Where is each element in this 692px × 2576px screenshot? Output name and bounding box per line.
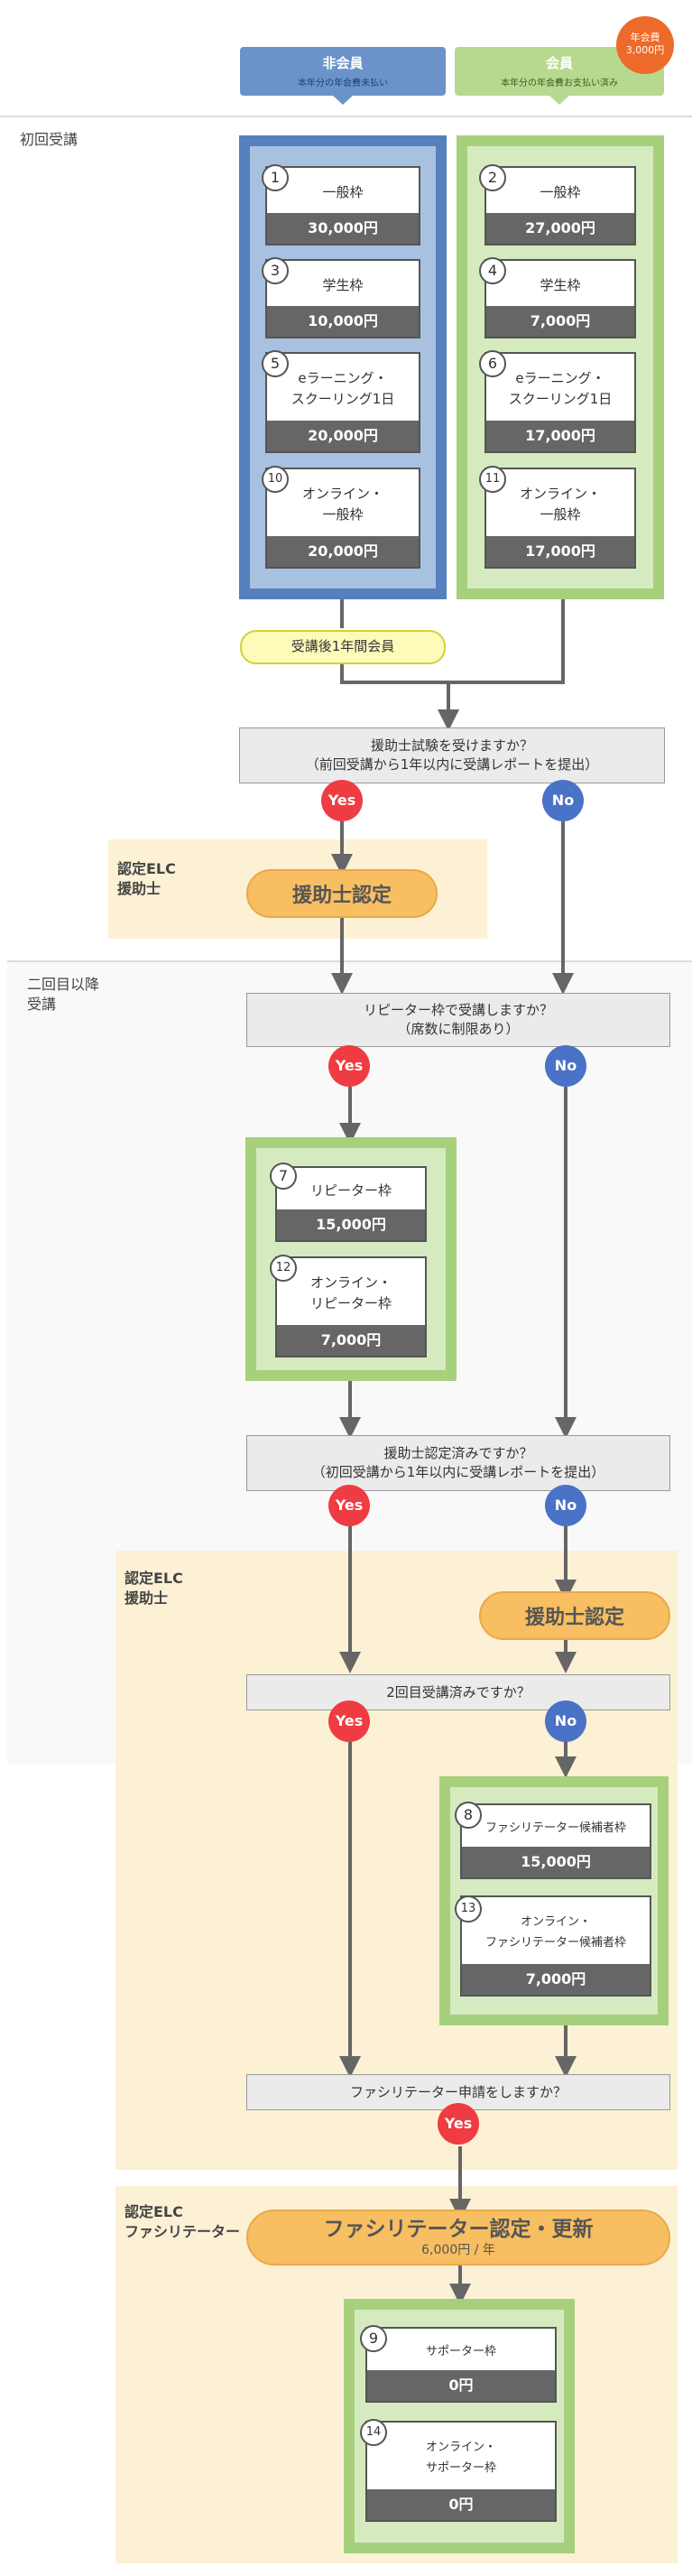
second-divider bbox=[7, 960, 692, 962]
course-price: 15,000円 bbox=[462, 1847, 650, 1877]
course-price: 17,000円 bbox=[486, 536, 634, 567]
q1-yes[interactable]: Yes bbox=[321, 780, 363, 821]
course-card-13[interactable]: オンライン・ファシリテーター候補者枠 7,000円 bbox=[460, 1895, 651, 1997]
course-name: オンライン・一般枠 bbox=[519, 486, 601, 523]
assistant-certification-pill-2: 援助士認定 bbox=[479, 1591, 670, 1640]
facilitator-certification-title: ファシリテーター認定・更新 bbox=[323, 2218, 594, 2241]
question-second-course-done: 2回目受講済みですか？ bbox=[246, 1674, 670, 1710]
q2-no[interactable]: No bbox=[545, 1045, 586, 1087]
course-number-7: 7 bbox=[270, 1163, 297, 1190]
member-after-course-pill: 受講後1年間会員 bbox=[240, 630, 446, 664]
question-assistant-certified: 援助士認定済みですか？（初回受講から1年以内に受講レポートを提出） bbox=[246, 1435, 670, 1491]
course-card-5[interactable]: eラーニング・スクーリング1日 20,000円 bbox=[265, 352, 420, 453]
course-price: 7,000円 bbox=[277, 1325, 425, 1356]
course-name: リピーター枠 bbox=[309, 1181, 392, 1199]
course-card-2[interactable]: 一般枠 27,000円 bbox=[484, 166, 636, 246]
course-name: 学生枠 bbox=[540, 276, 581, 293]
q1-no[interactable]: No bbox=[542, 780, 584, 821]
q3-yes[interactable]: Yes bbox=[328, 1485, 370, 1526]
question-assistant-exam: 援助士試験を受けますか？（前回受講から1年以内に受講レポートを提出） bbox=[239, 727, 665, 783]
facilitator-certification-pill: ファシリテーター認定・更新 6,000円 / 年 bbox=[246, 2210, 670, 2266]
course-card-14[interactable]: オンライン・サポーター枠 0円 bbox=[365, 2421, 557, 2522]
course-card-11[interactable]: オンライン・一般枠 17,000円 bbox=[484, 468, 636, 569]
member-header: 会員 本年分の年会費お支払い済み bbox=[455, 47, 664, 105]
facilitator-certification-fee: 6,000円 / 年 bbox=[421, 2243, 495, 2257]
course-price: 30,000円 bbox=[267, 213, 419, 244]
q4-no[interactable]: No bbox=[545, 1700, 586, 1742]
course-number-3: 3 bbox=[262, 257, 289, 284]
course-number-1: 1 bbox=[262, 164, 289, 191]
member-title: 会員 bbox=[545, 55, 573, 71]
course-card-8[interactable]: ファシリテーター候補者枠 15,000円 bbox=[460, 1803, 651, 1879]
q5-yes[interactable]: Yes bbox=[438, 2103, 479, 2145]
course-name: 学生枠 bbox=[322, 276, 364, 293]
assistant-certification-pill-1: 援助士認定 bbox=[246, 869, 438, 918]
course-number-11: 11 bbox=[479, 466, 506, 493]
course-name: 一般枠 bbox=[322, 183, 364, 200]
course-name: 一般枠 bbox=[540, 183, 581, 200]
section-label-first: 初回受講 bbox=[20, 131, 78, 148]
course-number-6: 6 bbox=[479, 350, 506, 377]
course-price: 7,000円 bbox=[462, 1964, 650, 1995]
course-price: 0円 bbox=[367, 2489, 555, 2520]
course-number-14: 14 bbox=[360, 2419, 387, 2446]
q4-yes[interactable]: Yes bbox=[328, 1700, 370, 1742]
course-name: ファシリテーター候補者枠 bbox=[484, 1821, 626, 1835]
course-card-4[interactable]: 学生枠 7,000円 bbox=[484, 259, 636, 338]
course-name: eラーニング・スクーリング1日 bbox=[508, 370, 613, 407]
course-price: 10,000円 bbox=[267, 306, 419, 337]
course-number-9: 9 bbox=[360, 2325, 387, 2352]
course-card-1[interactable]: 一般枠 30,000円 bbox=[265, 166, 420, 246]
course-price: 20,000円 bbox=[267, 421, 419, 451]
course-number-10: 10 bbox=[262, 466, 289, 493]
course-price: 7,000円 bbox=[486, 306, 634, 337]
course-card-10[interactable]: オンライン・一般枠 20,000円 bbox=[265, 468, 420, 569]
course-card-12[interactable]: オンライン・リピーター枠 7,000円 bbox=[275, 1256, 427, 1357]
course-number-13: 13 bbox=[455, 1895, 482, 1923]
nonmember-header: 非会員 本年分の年会費未払い bbox=[240, 47, 446, 105]
question-repeater: リピーター枠で受講しますか？（席数に制限あり） bbox=[246, 993, 670, 1047]
section-label-second: 二回目以降受講 bbox=[27, 976, 100, 1013]
course-card-7[interactable]: リピーター枠 15,000円 bbox=[275, 1166, 427, 1242]
course-price: 27,000円 bbox=[486, 213, 634, 244]
course-name: オンライン・サポーター枠 bbox=[425, 2441, 496, 2475]
course-name: オンライン・一般枠 bbox=[301, 486, 383, 523]
course-price: 0円 bbox=[367, 2370, 555, 2401]
course-name: サポーター枠 bbox=[425, 2344, 496, 2358]
top-divider bbox=[0, 116, 692, 117]
member-subtitle: 本年分の年会費お支払い済み bbox=[501, 79, 618, 88]
course-number-4: 4 bbox=[479, 257, 506, 284]
q2-yes[interactable]: Yes bbox=[328, 1045, 370, 1087]
course-card-3[interactable]: 学生枠 10,000円 bbox=[265, 259, 420, 338]
course-price: 20,000円 bbox=[267, 536, 419, 567]
annual-fee-badge: 年会費 3,000円 bbox=[616, 16, 674, 74]
q3-no[interactable]: No bbox=[545, 1485, 586, 1526]
course-number-12: 12 bbox=[270, 1255, 297, 1282]
course-card-9[interactable]: サポーター枠 0円 bbox=[365, 2327, 557, 2403]
course-price: 17,000円 bbox=[486, 421, 634, 451]
course-name: eラーニング・スクーリング1日 bbox=[291, 370, 395, 407]
course-name: オンライン・ファシリテーター候補者枠 bbox=[484, 1915, 626, 1950]
course-price: 15,000円 bbox=[277, 1209, 425, 1240]
course-name: オンライン・リピーター枠 bbox=[309, 1274, 392, 1311]
course-number-2: 2 bbox=[479, 164, 506, 191]
nonmember-title: 非会員 bbox=[322, 55, 364, 71]
nonmember-subtitle: 本年分の年会費未払い bbox=[298, 79, 388, 88]
course-number-8: 8 bbox=[455, 1802, 482, 1829]
course-number-5: 5 bbox=[262, 350, 289, 377]
course-card-6[interactable]: eラーニング・スクーリング1日 17,000円 bbox=[484, 352, 636, 453]
